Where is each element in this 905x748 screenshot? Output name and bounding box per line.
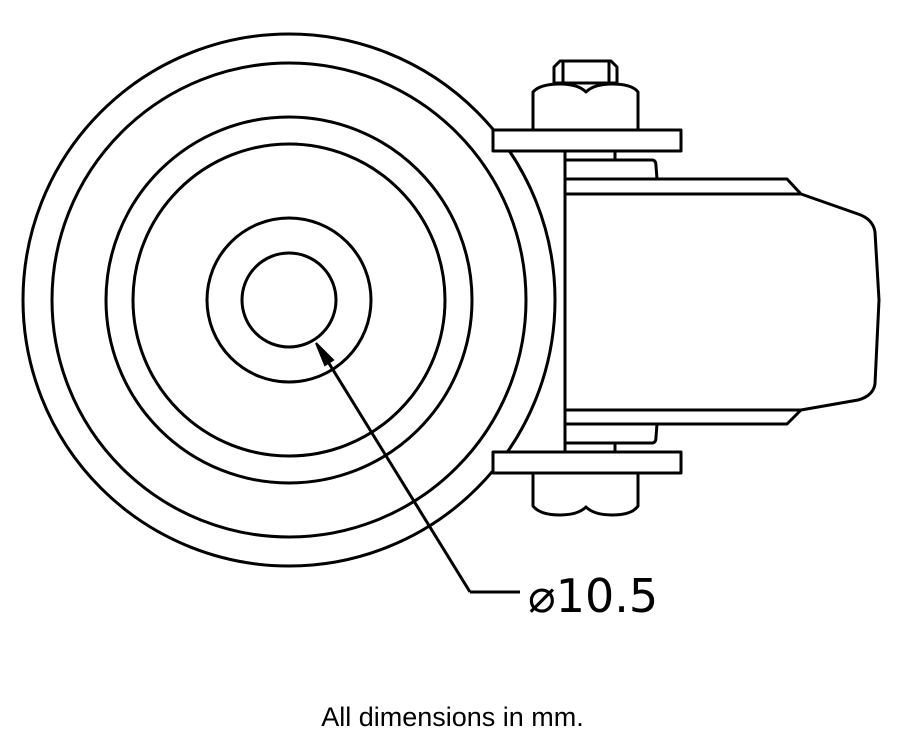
leader-line (320, 351, 520, 594)
bore-circle (240, 251, 338, 349)
fork-body (563, 177, 881, 426)
wheel-outer-circle (21, 32, 557, 568)
top-plate (491, 128, 683, 153)
bottom-plate (491, 450, 683, 475)
tread-inner-circle (50, 61, 528, 539)
hub-circle (205, 216, 373, 384)
fork-bracket (491, 59, 881, 517)
rim-circle (104, 115, 474, 485)
rim-inner-circle (131, 142, 447, 458)
dimension-leader: ⌀10.5 (315, 342, 658, 623)
top-spacer (563, 158, 659, 181)
top-nut (531, 82, 640, 132)
bottom-nut (531, 471, 640, 517)
arrowhead-icon (315, 342, 335, 367)
wheel (21, 32, 557, 568)
diameter-dimension: ⌀10.5 (528, 569, 658, 623)
bottom-spacer (563, 422, 659, 445)
bolt-tip-lines (561, 61, 611, 83)
units-note: All dimensions in mm. (321, 702, 584, 732)
fork-bands (565, 192, 801, 412)
